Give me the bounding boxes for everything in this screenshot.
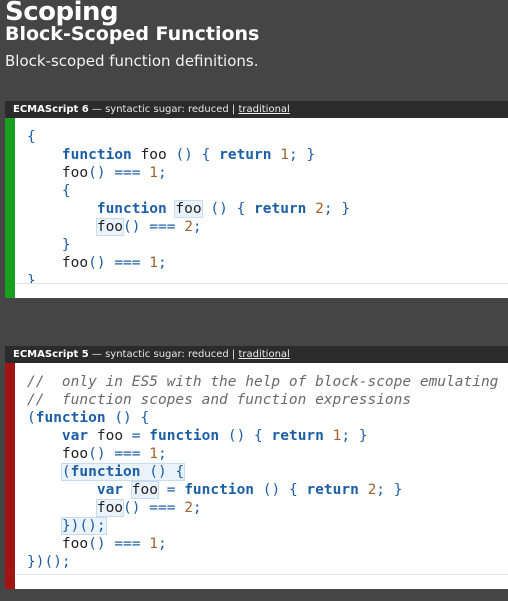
code-line: foo() === 1; [61, 536, 167, 552]
es6-sugar-level: reduced [188, 104, 229, 115]
es5-code-block: // only in ES5 with the help of block-sc… [5, 363, 508, 589]
code-line: } [61, 237, 71, 253]
code-line: { [61, 183, 71, 199]
es5-traditional-link[interactable]: traditional [238, 349, 290, 360]
code-line: function foo () { return 2; } [96, 200, 351, 218]
es5-panel-header: ECMAScript 5 — syntactic sugar: reduced … [5, 346, 508, 363]
code-line: (function () { [27, 410, 150, 426]
section-description: Block-scoped function definitions. [5, 52, 259, 70]
es5-sugar-separator: — syntactic sugar: [88, 349, 188, 360]
es6-panel-header: ECMAScript 6 — syntactic sugar: reduced … [5, 101, 508, 118]
es6-panel-footer [15, 283, 508, 298]
code-line: { [27, 129, 36, 145]
code-line: foo() === 2; [95, 499, 202, 517]
es6-divider: | [228, 104, 239, 115]
code-line: })(); [60, 517, 107, 535]
es5-panel-footer [15, 574, 508, 589]
es6-code-block: { function foo () { return 1; } foo() ==… [5, 118, 508, 298]
code-comment: // only in ES5 with the help of block-sc… [27, 374, 499, 390]
code-line: foo() === 2; [95, 218, 202, 236]
code-comment: // function scopes and function expressi… [27, 392, 412, 408]
es5-code: // only in ES5 with the help of block-sc… [27, 373, 498, 571]
page-title: Scoping [5, 0, 119, 27]
es5-sugar-level: reduced [188, 349, 229, 360]
code-line: function foo () { return 1; } [61, 147, 316, 163]
code-line: } [27, 273, 36, 289]
es6-version-label: ECMAScript 6 [13, 104, 89, 115]
es5-divider: | [228, 349, 239, 360]
es6-traditional-link[interactable]: traditional [238, 104, 290, 115]
code-line: var foo = function () { return 2; } [96, 481, 403, 499]
es6-code: { function foo () { return 1; } foo() ==… [27, 128, 350, 290]
es6-sugar-separator: — syntactic sugar: [88, 104, 188, 115]
code-line: foo() === 1; [61, 165, 167, 181]
code-line: foo() === 1; [61, 255, 167, 271]
section-subtitle: Block-Scoped Functions [5, 23, 260, 45]
code-line: foo() === 1; [61, 446, 167, 462]
es5-panel: ECMAScript 5 — syntactic sugar: reduced … [5, 346, 508, 589]
code-line: (function () { [60, 463, 186, 481]
code-line: })(); [27, 554, 71, 570]
code-line: var foo = function () { return 1; } [61, 428, 368, 444]
es5-version-label: ECMAScript 5 [13, 349, 89, 360]
es6-panel: ECMAScript 6 — syntactic sugar: reduced … [5, 101, 508, 298]
